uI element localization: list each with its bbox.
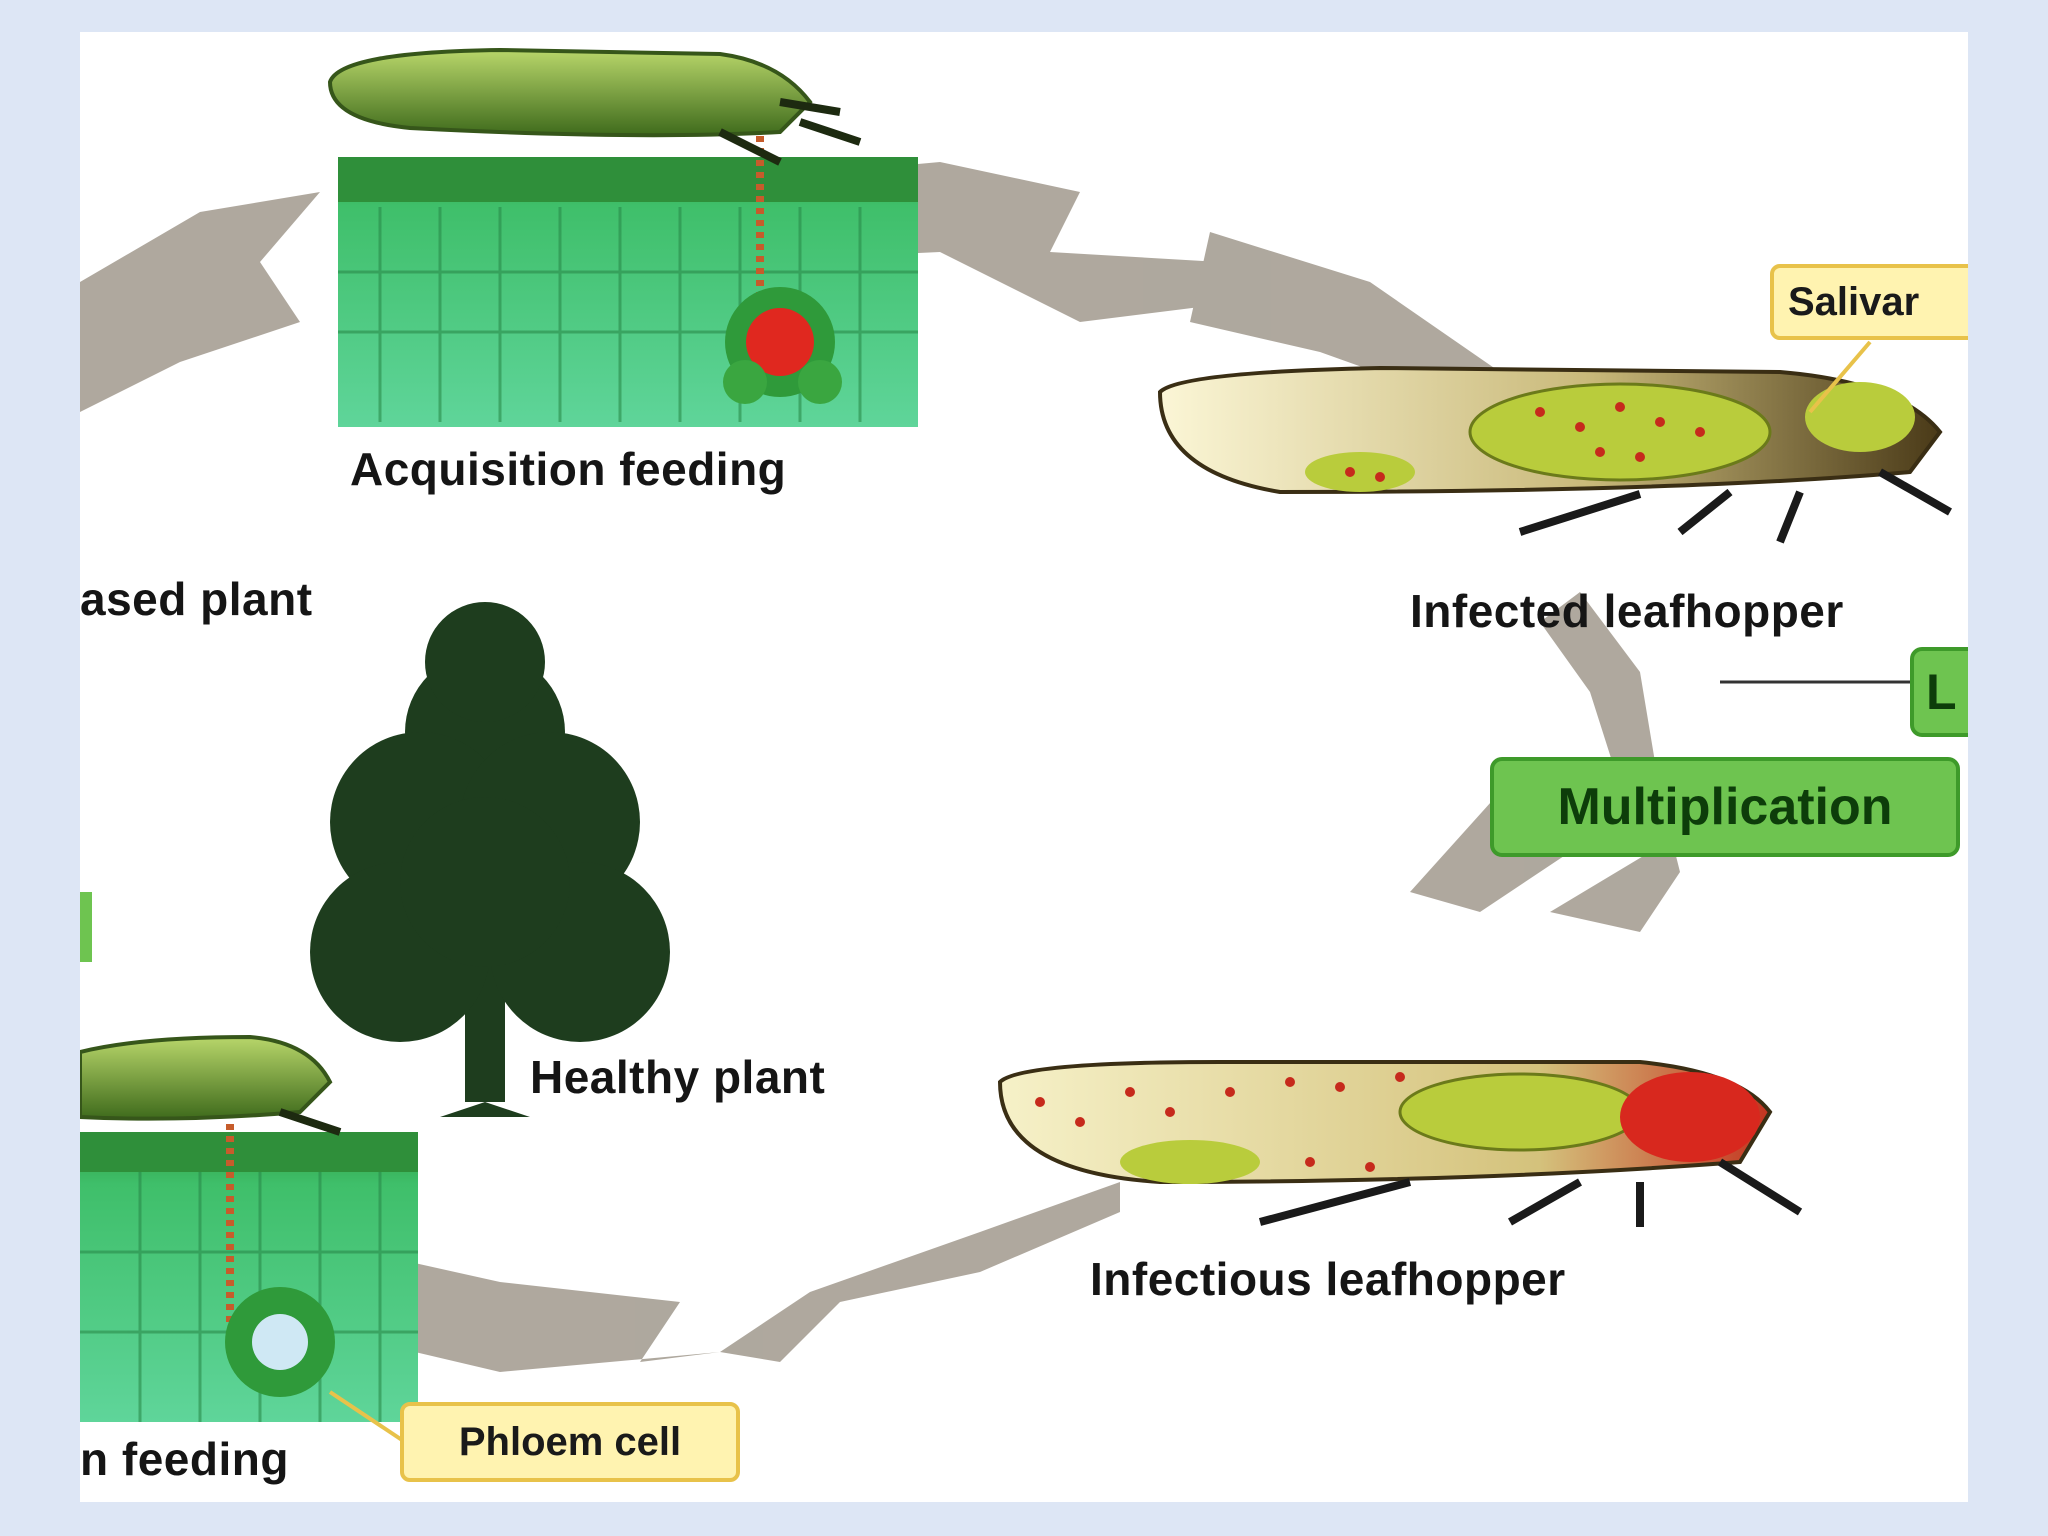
phloem-cell-callout: Phloem cell bbox=[400, 1402, 740, 1482]
leaf-tissue-bottom bbox=[80, 1112, 418, 1422]
tree-icon bbox=[310, 602, 670, 1117]
l-partial-box: L bbox=[1910, 647, 1968, 737]
diseased-plant-label: ased plant bbox=[80, 573, 313, 625]
salivary-callout-line bbox=[1808, 340, 1872, 414]
inoculation-feeding-label: n feeding bbox=[80, 1433, 289, 1485]
infected-leafhopper-label: Infected leafhopper bbox=[1410, 585, 1844, 637]
leaf-tissue-top bbox=[338, 112, 918, 427]
partial-green-marker bbox=[80, 892, 92, 962]
salivary-callout: Salivar bbox=[1770, 264, 1968, 340]
multiplication-box: Multiplication bbox=[1490, 757, 1960, 857]
leafhopper-icon bbox=[327, 47, 862, 166]
healthy-plant-label: Healthy plant bbox=[530, 1051, 826, 1103]
infected-leafhopper-icon bbox=[1157, 365, 1952, 544]
infectious-leafhopper-label: Infectious leafhopper bbox=[1090, 1253, 1566, 1305]
acquisition-feeding-label: Acquisition feeding bbox=[350, 443, 787, 495]
diagram-panel: Acquisition feeding ased plant Infected … bbox=[80, 32, 1968, 1502]
leafhopper-icon-bottom bbox=[80, 1034, 342, 1136]
infectious-leafhopper-icon bbox=[997, 1060, 1803, 1227]
